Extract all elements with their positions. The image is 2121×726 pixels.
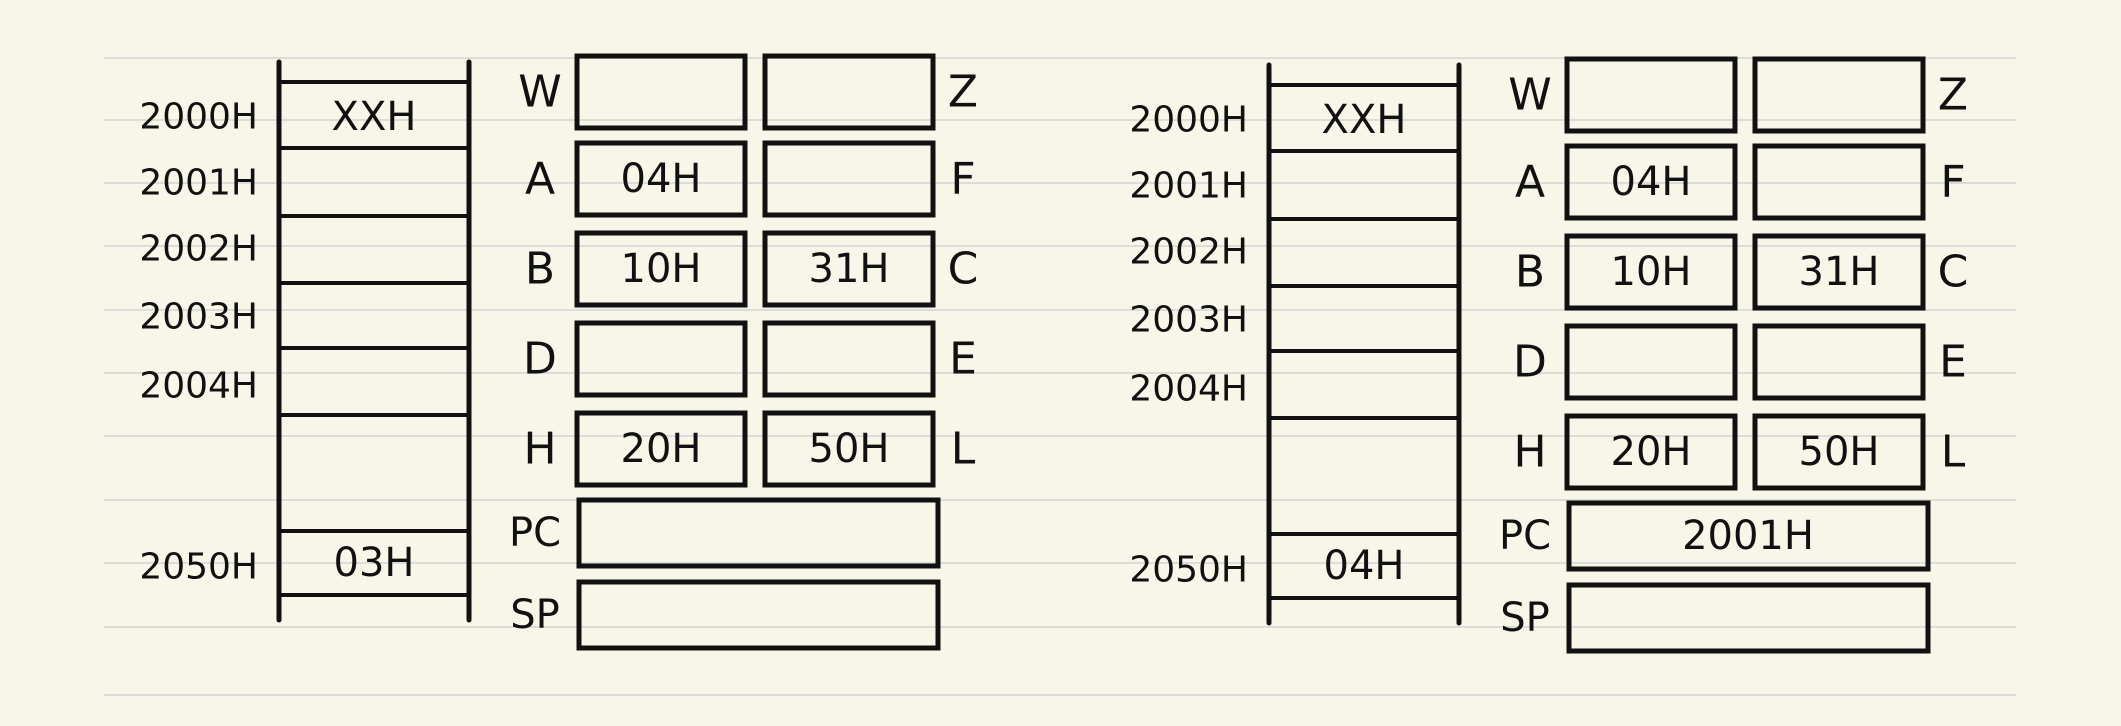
register-value-l: 50H [1799,429,1880,475]
register-box-b [574,230,748,308]
memory-address-label: 2003H [1129,300,1248,341]
ruled-lines [104,57,2016,696]
register-value-c: 31H [809,246,890,292]
register-box-e [762,320,936,398]
register-box-b [1564,233,1738,311]
register-box-w [1564,56,1738,134]
register-value-a: 04H [1611,159,1692,205]
register-box-h [574,410,748,488]
memory-address-label: 2000H [139,97,258,138]
memory-register-diagram: 2000H 2001H 2002H 2003H 2004H 2050H XXH 03H W Z A F… [139,53,979,651]
register-file: W Z A F 04H B C 10H 31H D E H L 20H 50H PC SP [509,53,979,651]
register-value-l: 50H [809,426,890,472]
register-label-a: A [1515,157,1545,208]
memory-address-label: 2001H [139,163,258,204]
register-label-sp: SP [1500,595,1550,641]
register-label-f: F [1940,157,1965,208]
register-label-d: D [523,334,557,385]
register-value-b: 10H [1611,249,1692,295]
memory-cell-value: 03H [334,540,415,586]
register-value-b: 10H [621,246,702,292]
memory-address-label: 2001H [1129,166,1248,207]
register-label-c: C [948,244,979,295]
memory-address-label: 2000H [1129,100,1248,141]
register-box-pc [1566,500,1931,572]
memory-address-label: 2002H [1129,232,1248,273]
memory-address-label: 2050H [139,547,258,588]
register-box-pc [576,497,941,569]
register-box-z [1752,56,1926,134]
register-file: W Z A F 04H B C 10H 31H D E H L 20H 50H PC 2001H SP [1499,56,1969,654]
register-box-d [1564,323,1738,401]
register-box-a [574,140,748,218]
memory-address-label: 2004H [1129,369,1248,410]
register-box-l [762,410,936,488]
memory-column: 2000H 2001H 2002H 2003H 2004H 2050H XXH 04H [1129,62,1462,626]
memory-address-label: 2003H [139,297,258,338]
register-value-pc: 2001H [1682,513,1814,559]
register-box-d [574,320,748,398]
register-label-pc: PC [1499,513,1551,559]
register-box-sp [1566,582,1931,654]
memory-address-label: 2004H [139,366,258,407]
register-label-h: H [523,424,556,475]
register-box-f [762,140,936,218]
register-label-d: D [1513,337,1547,388]
register-box-w [574,53,748,131]
register-label-e: E [1939,337,1967,388]
register-value-c: 31H [1799,249,1880,295]
register-value-h: 20H [621,426,702,472]
register-label-b: B [1515,247,1545,298]
register-box-c [762,230,936,308]
memory-register-diagram: 2000H 2001H 2002H 2003H 2004H 2050H XXH 04H W Z A F… [1129,56,1969,654]
register-box-c [1752,233,1926,311]
register-label-l: L [951,424,976,475]
register-box-a [1564,143,1738,221]
register-label-pc: PC [509,510,561,556]
register-label-z: Z [948,67,978,118]
memory-address-label: 2050H [1129,550,1248,591]
register-box-l [1752,413,1926,491]
register-label-w: W [1508,70,1552,121]
register-label-l: L [1941,427,1966,478]
register-box-h [1564,413,1738,491]
register-value-a: 04H [621,156,702,202]
memory-address-label: 2002H [139,229,258,270]
memory-cell-value: XXH [332,94,417,140]
register-label-sp: SP [510,592,560,638]
register-box-e [1752,323,1926,401]
memory-column: 2000H 2001H 2002H 2003H 2004H 2050H XXH 03H [139,59,472,623]
register-label-h: H [1513,427,1546,478]
register-box-z [762,53,936,131]
register-label-e: E [949,334,977,385]
register-box-f [1752,143,1926,221]
register-box-sp [576,579,941,651]
register-value-h: 20H [1611,429,1692,475]
register-label-a: A [525,154,555,205]
register-label-z: Z [1938,70,1968,121]
register-label-w: W [518,67,562,118]
register-label-b: B [525,244,555,295]
register-label-c: C [1938,247,1969,298]
diagrams: 2000H 2001H 2002H 2003H 2004H 2050H XXH 03H W Z A F… [139,53,1969,654]
memory-cell-value: XXH [1322,97,1407,143]
register-label-f: F [950,154,975,205]
memory-cell-value: 04H [1324,543,1405,589]
